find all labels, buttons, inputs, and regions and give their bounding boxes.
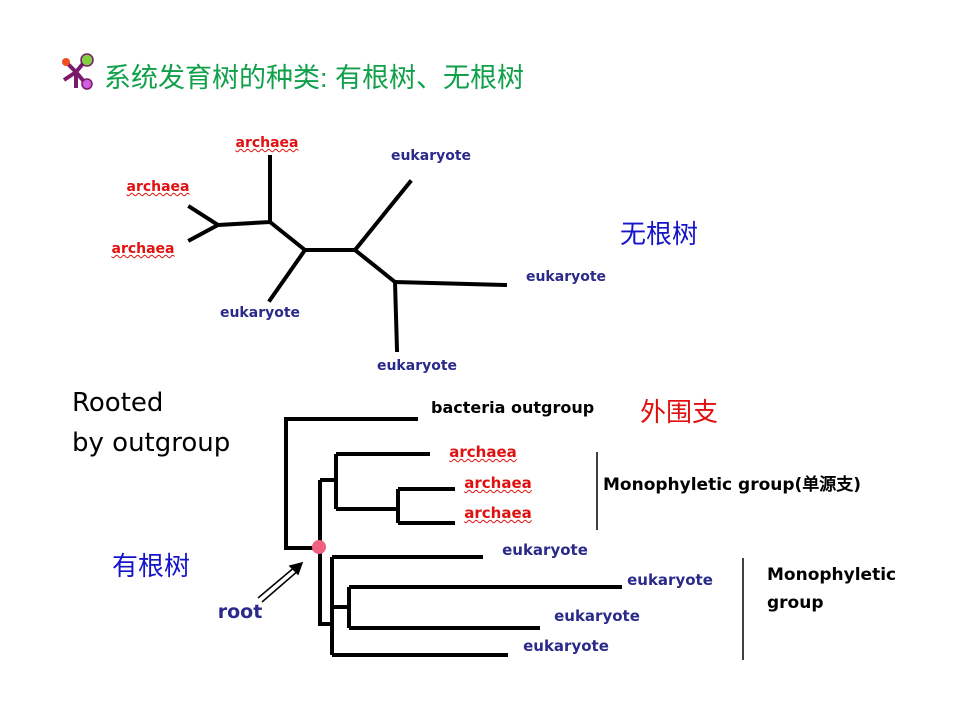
outgroup-cn-label: 外围支: [640, 398, 719, 428]
monophyletic-group-label-2a: Monophyletic: [767, 565, 897, 585]
unrooted-leaf-archaea: archaea: [235, 135, 299, 151]
rooted-leaf-eukaryote: eukaryote: [523, 637, 609, 655]
outgroup-label: bacteria outgroup: [431, 398, 595, 417]
rooted-leaf-archaea: archaea: [464, 474, 532, 492]
unrooted-tree: [187, 155, 508, 353]
unrooted-leaf-archaea: archaea: [126, 179, 190, 195]
unrooted-leaf-eukaryote: eukaryote: [525, 269, 607, 285]
rooted-heading-2: by outgroup: [72, 428, 231, 458]
rooted-leaf-eukaryote: eukaryote: [502, 541, 588, 559]
unrooted-leaf-archaea: archaea: [111, 241, 175, 257]
unrooted-label: 无根树: [620, 220, 699, 250]
unrooted-leaf-eukaryote: eukaryote: [219, 305, 301, 321]
rooted-tree: [284, 417, 622, 657]
monophyletic-group-label-1: Monophyletic group(单源支): [603, 475, 862, 495]
rooted-heading-1: Rooted: [72, 388, 164, 418]
rooted-label: 有根树: [112, 552, 191, 582]
rooted-leaf-archaea: archaea: [449, 443, 517, 461]
unrooted-leaf-eukaryote: eukaryote: [376, 358, 458, 374]
rooted-leaf-archaea: archaea: [464, 504, 532, 522]
rooted-leaf-eukaryote: eukaryote: [554, 607, 640, 625]
monophyletic-group-label-2b: group: [767, 593, 824, 613]
root-node: [312, 540, 326, 554]
rooted-leaf-eukaryote: eukaryote: [627, 571, 713, 589]
root-arrow-icon: [257, 561, 304, 603]
unrooted-leaf-eukaryote: eukaryote: [390, 148, 472, 164]
slide-title: 系统发育树的种类: 有根树、无根树: [104, 63, 525, 93]
root-label: root: [217, 601, 263, 623]
bullet-icon: [62, 53, 94, 90]
